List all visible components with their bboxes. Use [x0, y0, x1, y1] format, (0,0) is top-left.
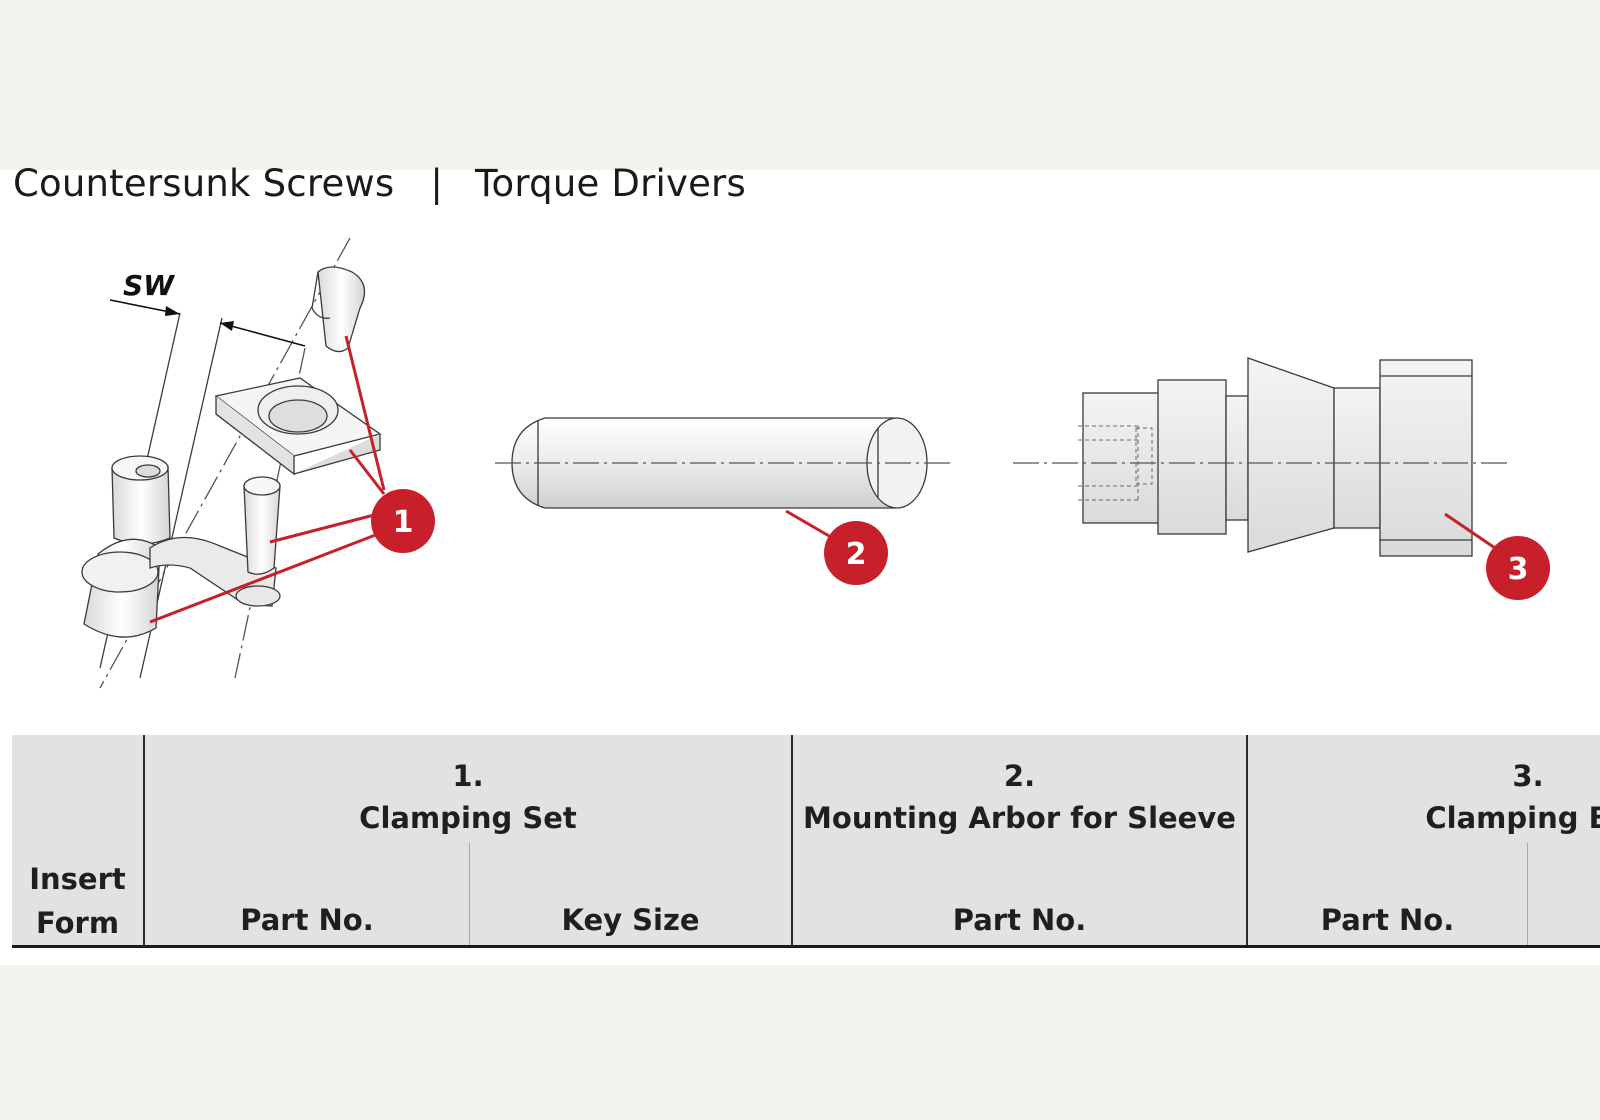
column-divider: [791, 735, 793, 945]
group-number: 3.: [1512, 759, 1544, 793]
svg-text:1: 1: [393, 505, 414, 540]
header-group-clamping-set: 1. Clamping Set: [145, 755, 791, 839]
clamping-set-drawing: SW: [81, 237, 382, 689]
svg-text:2: 2: [846, 537, 867, 572]
header-insert-form: Insert Form: [12, 857, 143, 945]
leader-line-3: [1444, 512, 1496, 550]
svg-text:3: 3: [1508, 552, 1529, 587]
subheader-part-no: Part No.: [240, 903, 374, 937]
callout-2: 2: [824, 521, 888, 585]
column-divider: [1246, 735, 1248, 945]
insert-form-line1: Insert: [29, 862, 126, 896]
mounting-arbor-drawing: [495, 417, 955, 509]
group-number: 2.: [1003, 759, 1036, 793]
group-title: Clamping Set: [359, 801, 577, 835]
subheader-part-no: Part No.: [952, 903, 1087, 937]
callout-1: 1: [371, 489, 435, 553]
callout-3: 3: [1486, 536, 1550, 600]
title-separator: |: [430, 162, 444, 205]
subheader-key-size: Key Size: [561, 903, 700, 937]
title-countersunk-screws: Countersunk Screws: [13, 162, 395, 205]
subheader-part-no: Part No.: [1320, 903, 1455, 937]
title-torque-drivers: Torque Drivers: [475, 162, 746, 205]
group-title: Mounting Arbor for Sleeve: [803, 801, 1236, 835]
subcolumn-divider: [469, 843, 470, 945]
insert-form-line2: Form: [35, 906, 120, 940]
header-group-clamping-bolt: 3. Clamping Bo: [1248, 755, 1600, 839]
column-divider: [143, 735, 145, 945]
page-title: Countersunk Screws | Torque Drivers: [13, 162, 746, 205]
leader-line-2: [785, 509, 837, 542]
dimension-label-sw: SW: [123, 269, 175, 302]
leader-lines-1: [149, 335, 386, 624]
group-title: Clamping Bo: [1425, 801, 1600, 835]
clamping-bolt-drawing: [1013, 357, 1512, 557]
subcolumn-divider: [1527, 843, 1528, 945]
header-group-mounting-arbor: 2. Mounting Arbor for Sleeve: [793, 755, 1246, 839]
group-number: 1.: [452, 759, 484, 793]
technical-drawing: SW 1: [81, 237, 1550, 689]
parts-table-header: Insert Form 1. Clamping Set Part No. Key…: [12, 735, 1600, 948]
